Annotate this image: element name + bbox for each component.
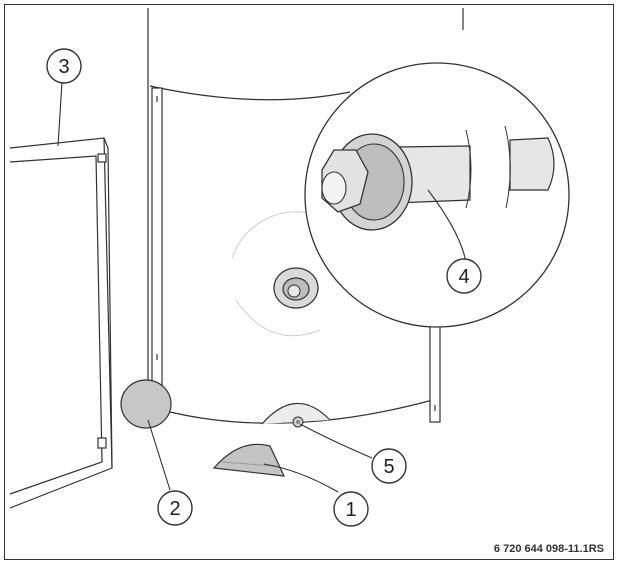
leader-line-door [58, 82, 62, 146]
anode-port [274, 268, 318, 308]
callout-label-screw: 5 [383, 456, 394, 478]
callout-label-cap: 2 [169, 498, 180, 520]
callout-label-cover: 1 [345, 499, 356, 521]
leader-line-screw [300, 424, 372, 458]
figure-code: 6 720 644 098-11.1RS [494, 543, 604, 555]
callout-screw: 5 [372, 449, 406, 483]
callout-label-door: 3 [58, 56, 69, 78]
door-panel [10, 138, 112, 508]
cap-piece [121, 380, 171, 428]
callout-label-anode: 4 [458, 266, 469, 288]
callout-cover: 1 [334, 492, 368, 526]
magnified-detail [305, 63, 569, 327]
callout-cap: 2 [158, 491, 192, 525]
callout-anode: 4 [447, 259, 481, 293]
cover-piece [214, 444, 284, 476]
callout-door: 3 [47, 49, 81, 83]
leader-line-cap [148, 420, 170, 490]
